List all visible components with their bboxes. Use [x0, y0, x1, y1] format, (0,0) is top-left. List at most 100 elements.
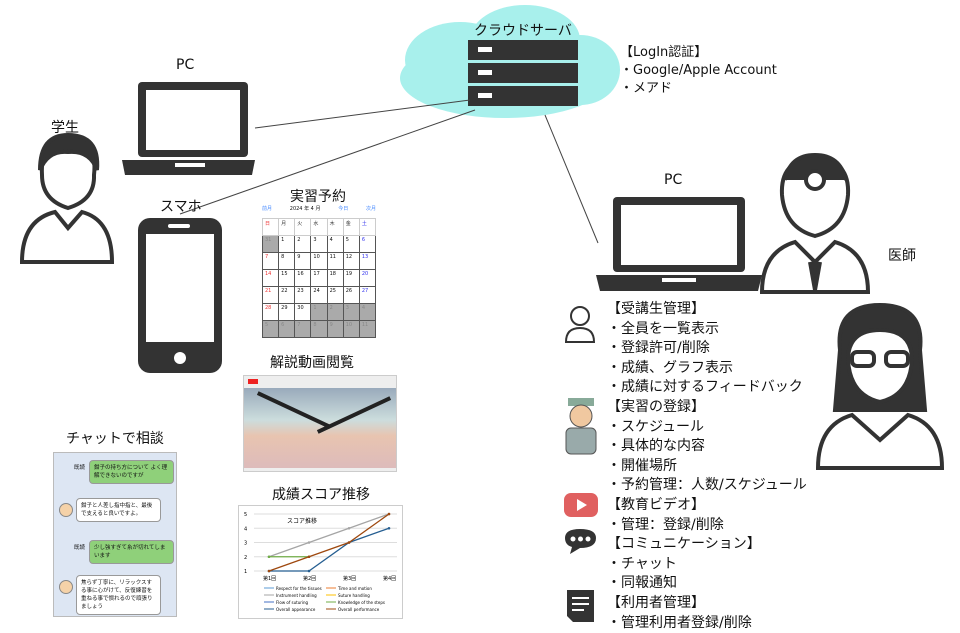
video-player[interactable] — [243, 375, 397, 472]
calendar-day[interactable]: 23 — [294, 286, 312, 304]
calendar-day[interactable]: 8 — [310, 320, 328, 338]
next-month-button[interactable]: 次月 — [365, 206, 376, 212]
calendar-day[interactable]: 29 — [278, 303, 296, 321]
feature-item: ・成績、グラフ表示 — [607, 359, 733, 376]
doctor-avatar-icon — [59, 503, 73, 517]
right-pc-label: PC — [664, 172, 683, 188]
calendar-day[interactable]: 21 — [261, 286, 280, 304]
feature-icons — [564, 306, 598, 622]
calendar-day[interactable]: 3 — [342, 303, 360, 321]
youtube-logo-icon — [248, 379, 258, 384]
login-auth-box: 【LogIn認証】 ・Google/Apple Account ・メアド — [620, 44, 777, 98]
calendar-day[interactable]: 30 — [294, 303, 312, 321]
data-point — [347, 541, 351, 544]
calendar-day[interactable]: 3 — [310, 235, 328, 253]
smartphone-icon — [138, 218, 222, 373]
calendar-day[interactable]: 7 — [261, 252, 280, 270]
read-receipt: 既読 — [74, 545, 86, 551]
calendar-day[interactable]: 22 — [278, 286, 296, 304]
y-tick-label: 4 — [244, 526, 247, 532]
data-point — [307, 569, 311, 573]
chart-title: 成績スコア推移 — [272, 487, 370, 503]
calendar-day[interactable]: 5 — [261, 320, 280, 338]
laptop-icon — [122, 82, 255, 175]
data-point — [387, 512, 391, 516]
calendar-day[interactable]: 26 — [342, 286, 360, 304]
calendar-day[interactable]: 19 — [342, 269, 360, 287]
calendar-day[interactable]: 24 — [310, 286, 328, 304]
chart-inner-title: スコア推移 — [287, 517, 317, 525]
x-tick-label: 第1回 — [263, 575, 276, 582]
calendar-day[interactable]: 14 — [261, 269, 280, 287]
female-doctor-avatar-icon — [815, 302, 945, 470]
data-point — [307, 555, 311, 559]
weekday-header: 木 — [326, 218, 344, 236]
calendar-day[interactable]: 11 — [358, 320, 377, 338]
calendar-day[interactable]: 2 — [326, 303, 344, 321]
calendar-day[interactable]: 28 — [261, 303, 280, 321]
calendar-day[interactable]: 25 — [326, 286, 344, 304]
calendar-day[interactable]: 1 — [310, 303, 328, 321]
data-point — [347, 526, 351, 530]
connection-line — [254, 99, 471, 129]
feature-list: 【受講生管理】・全員を一覧表示・登録許可/削除・成績、グラフ表示・成績に対するフ… — [607, 300, 807, 633]
weekday-header: 金 — [342, 218, 360, 236]
chat-title: チャットで相談 — [66, 431, 164, 447]
chat-window: 既読 鉗子の持ち方について よく理解できないのですが 鉗子と人差し指中指と、最後… — [53, 452, 177, 617]
calendar-day[interactable]: 11 — [326, 252, 344, 270]
feature-heading: 【受講生管理】 — [607, 301, 705, 317]
youtube-icon — [564, 493, 598, 517]
calendar-day[interactable]: 13 — [358, 252, 377, 270]
data-point — [267, 555, 271, 559]
calendar-day[interactable]: 4 — [358, 303, 377, 321]
x-tick-label: 第2回 — [303, 575, 316, 582]
calendar-day[interactable]: 17 — [310, 269, 328, 287]
chat-message-sent: 鉗子の持ち方について よく理解できないのですが — [89, 460, 174, 484]
video-frame — [244, 388, 396, 468]
today-button[interactable]: 今日 — [338, 206, 349, 212]
calendar-day[interactable]: 20 — [358, 269, 377, 287]
calendar-day[interactable]: 9 — [326, 320, 344, 338]
doctor-avatar-icon — [59, 580, 73, 594]
feature-item: ・同報通知 — [607, 575, 677, 592]
weekday-header: 火 — [294, 218, 312, 236]
feature-item: ・登録許可/削除 — [607, 340, 710, 357]
calendar-day[interactable]: 1 — [278, 235, 296, 253]
calendar-day[interactable]: 16 — [294, 269, 312, 287]
laptop-icon — [596, 197, 762, 291]
calendar-day[interactable]: 5 — [342, 235, 360, 253]
y-tick-label: 1 — [244, 569, 247, 575]
calendar-day[interactable]: 7 — [294, 320, 312, 338]
calendar-day[interactable]: 31 — [261, 235, 280, 253]
connection-line — [544, 114, 599, 244]
legend-label: Time and motion — [337, 586, 372, 591]
calendar-day[interactable]: 18 — [326, 269, 344, 287]
calendar-day[interactable]: 2 — [294, 235, 312, 253]
calendar-day[interactable]: 4 — [326, 235, 344, 253]
calendar-day[interactable]: 6 — [358, 235, 377, 253]
calendar-day[interactable]: 8 — [278, 252, 296, 270]
calendar-day[interactable]: 9 — [294, 252, 312, 270]
calendar-day[interactable]: 12 — [342, 252, 360, 270]
feature-heading: 【コミュニケーション】 — [607, 536, 761, 553]
data-point — [307, 541, 311, 544]
data-point — [267, 569, 271, 573]
calendar-month: 2024 年 4 月 — [289, 206, 321, 212]
calendar-day[interactable]: 6 — [278, 320, 296, 338]
calendar-day[interactable]: 10 — [342, 320, 360, 338]
smartphone-label: スマホ — [160, 199, 202, 215]
feature-item: ・スケジュール — [607, 418, 705, 435]
calendar-day[interactable]: 27 — [358, 286, 377, 304]
legend-label: Instrument handling — [276, 593, 317, 598]
feature-heading: 【利用者管理】 — [607, 594, 705, 611]
prev-month-button[interactable]: 前月 — [262, 206, 273, 212]
video-title: 解説動画閲覧 — [270, 355, 354, 371]
chat-message-received: 鉗子と人差し指中指と、最後で支えると良いですよ。 — [76, 498, 161, 522]
weekday-header: 日 — [261, 218, 280, 236]
feature-item: ・開催場所 — [607, 457, 677, 474]
calendar-day[interactable]: 10 — [310, 252, 328, 270]
calendar-day[interactable]: 15 — [278, 269, 296, 287]
legend-label: Overall performance — [338, 607, 380, 612]
